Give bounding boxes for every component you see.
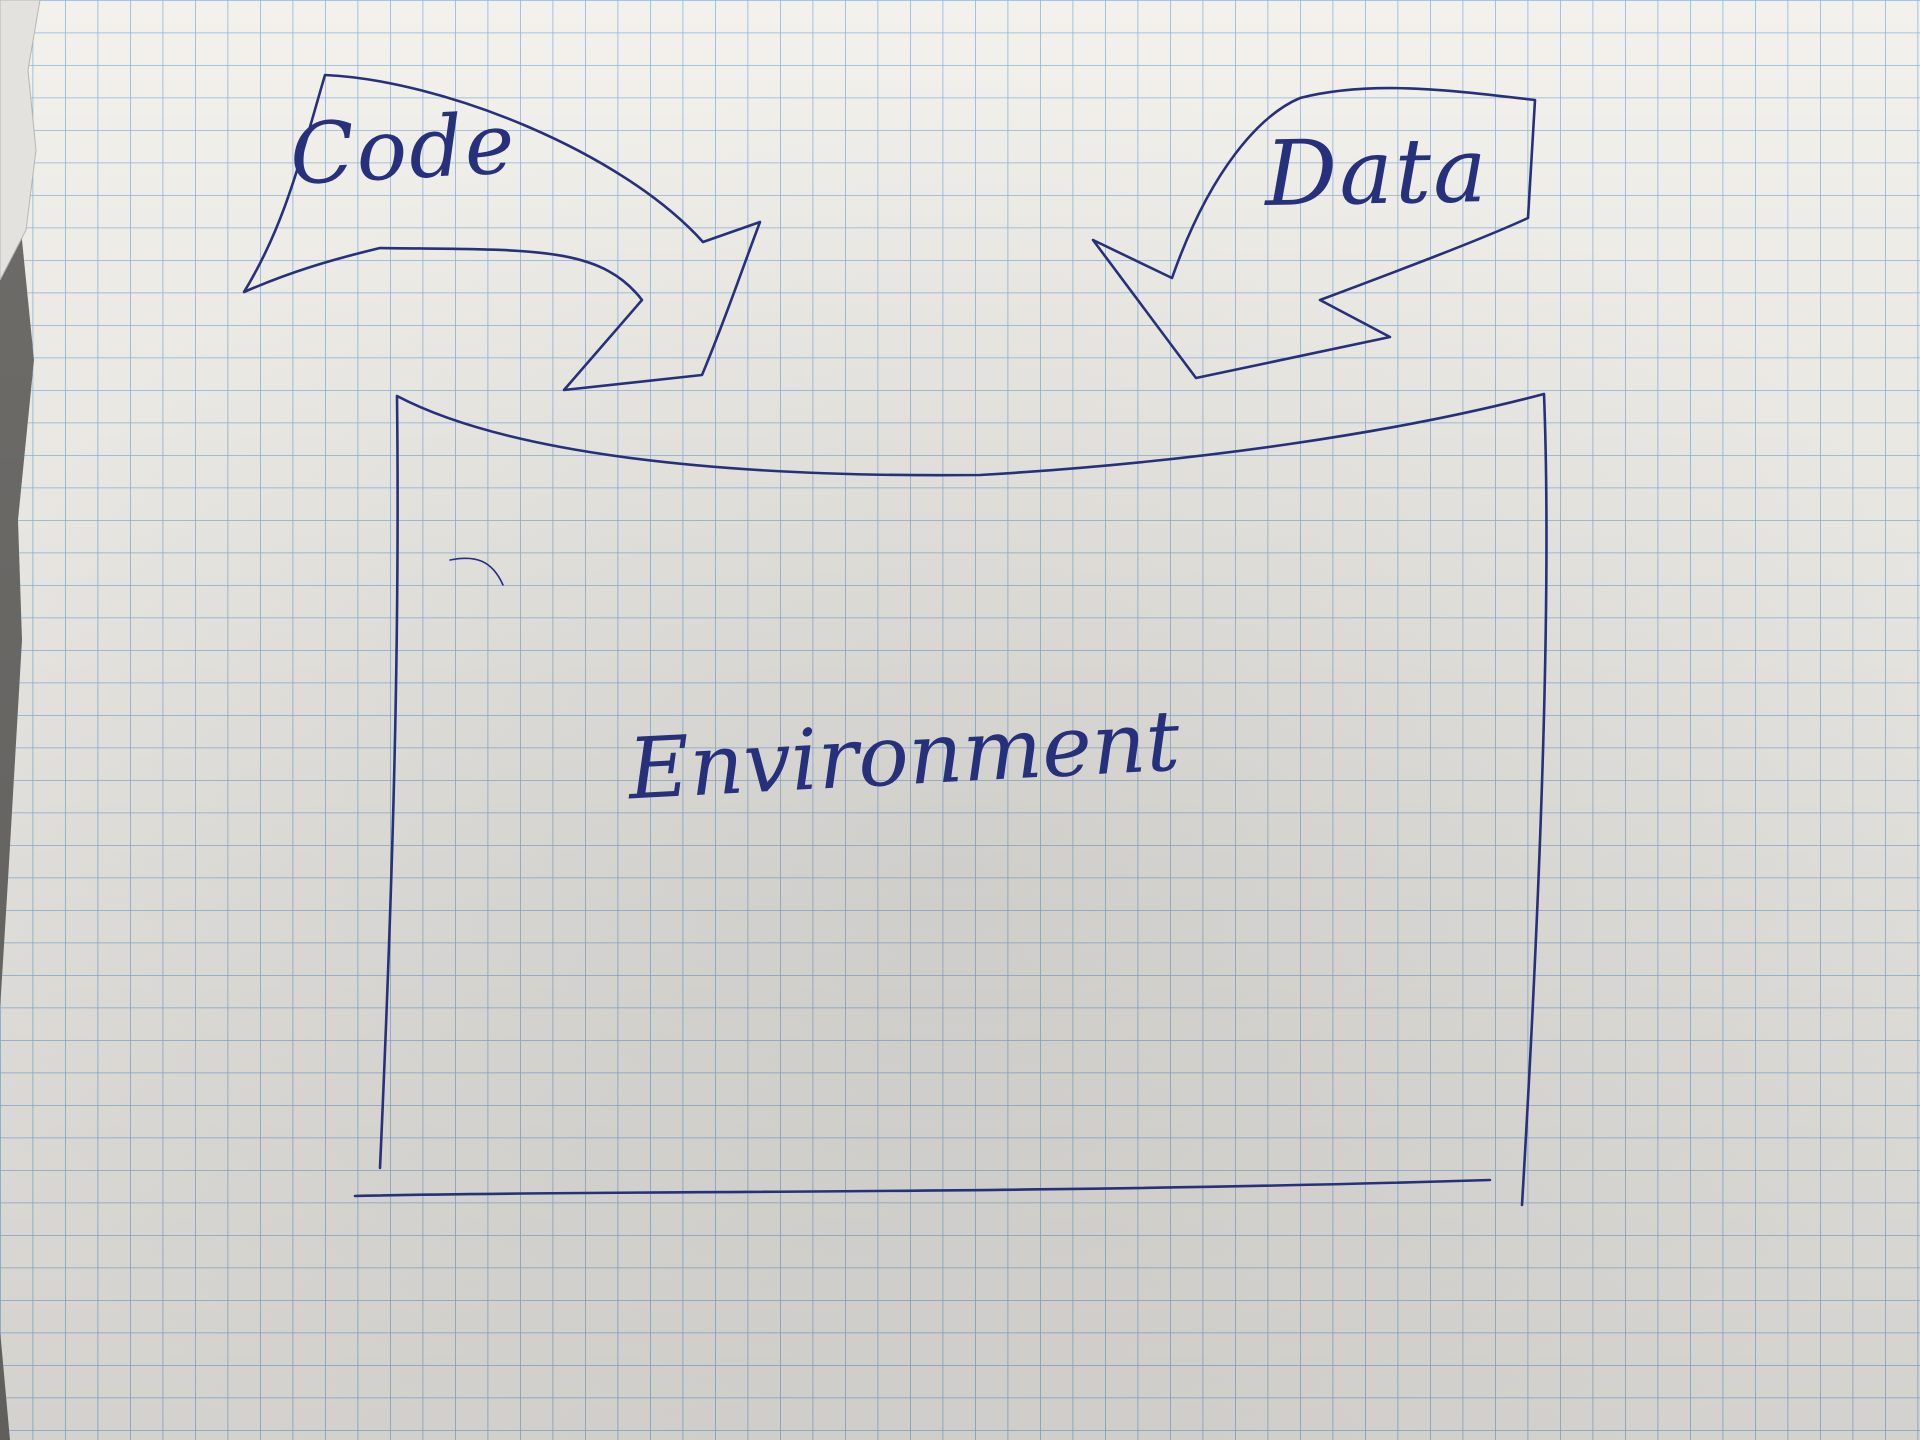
- underlying-page-edge: [0, 0, 41, 281]
- code-arrow: [242, 73, 762, 392]
- stray-mark: [449, 557, 504, 586]
- environment-box: [353, 392, 1548, 1207]
- data-arrow: [1091, 86, 1537, 380]
